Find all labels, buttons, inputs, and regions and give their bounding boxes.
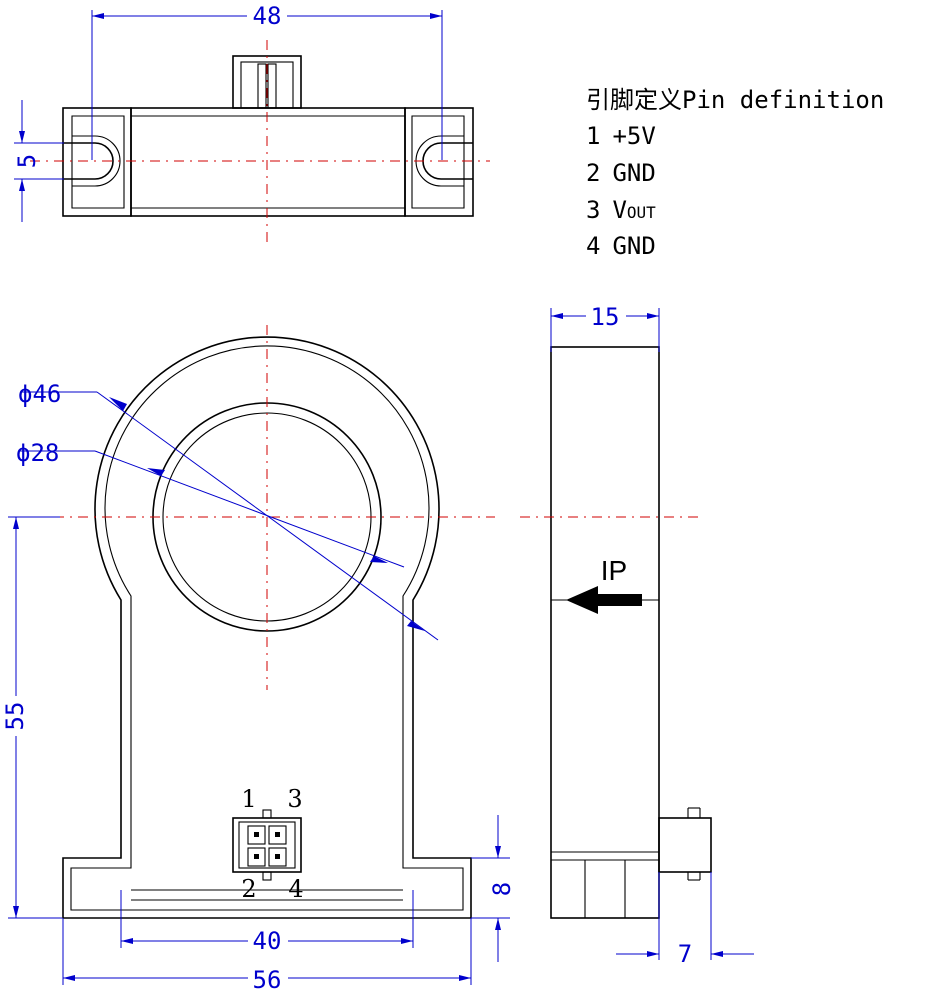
legend-pin-1: 1+5V xyxy=(586,122,656,150)
front-view: 1 3 2 4 ϕ46 ϕ28 55 40 56 xyxy=(1,325,516,993)
connector-pin-4-label: 4 xyxy=(288,875,303,903)
connector-pin-1-label: 1 xyxy=(241,785,256,813)
dim-5: 5 xyxy=(13,154,41,168)
dim-40: 40 xyxy=(253,927,282,955)
dim-55: 55 xyxy=(1,702,29,731)
current-arrow-icon xyxy=(566,586,642,614)
legend-title: 引脚定义Pin definition xyxy=(586,86,884,114)
dim-phi28: ϕ28 xyxy=(16,439,59,467)
top-view: 48 5 xyxy=(13,2,490,245)
dim-48: 48 xyxy=(253,2,282,30)
side-view: IP 15 7 xyxy=(520,303,754,968)
dim-8: 8 xyxy=(488,882,516,896)
dim-phi46: ϕ46 xyxy=(18,380,61,408)
dim-56: 56 xyxy=(253,966,282,993)
current-label: IP xyxy=(601,555,627,586)
dim-7: 7 xyxy=(678,940,692,968)
front-connector: 1 3 2 4 xyxy=(232,785,304,903)
dim-15: 15 xyxy=(591,303,620,331)
connector-pin-2-label: 2 xyxy=(241,875,256,903)
connector-pin-3-label: 3 xyxy=(287,785,302,813)
